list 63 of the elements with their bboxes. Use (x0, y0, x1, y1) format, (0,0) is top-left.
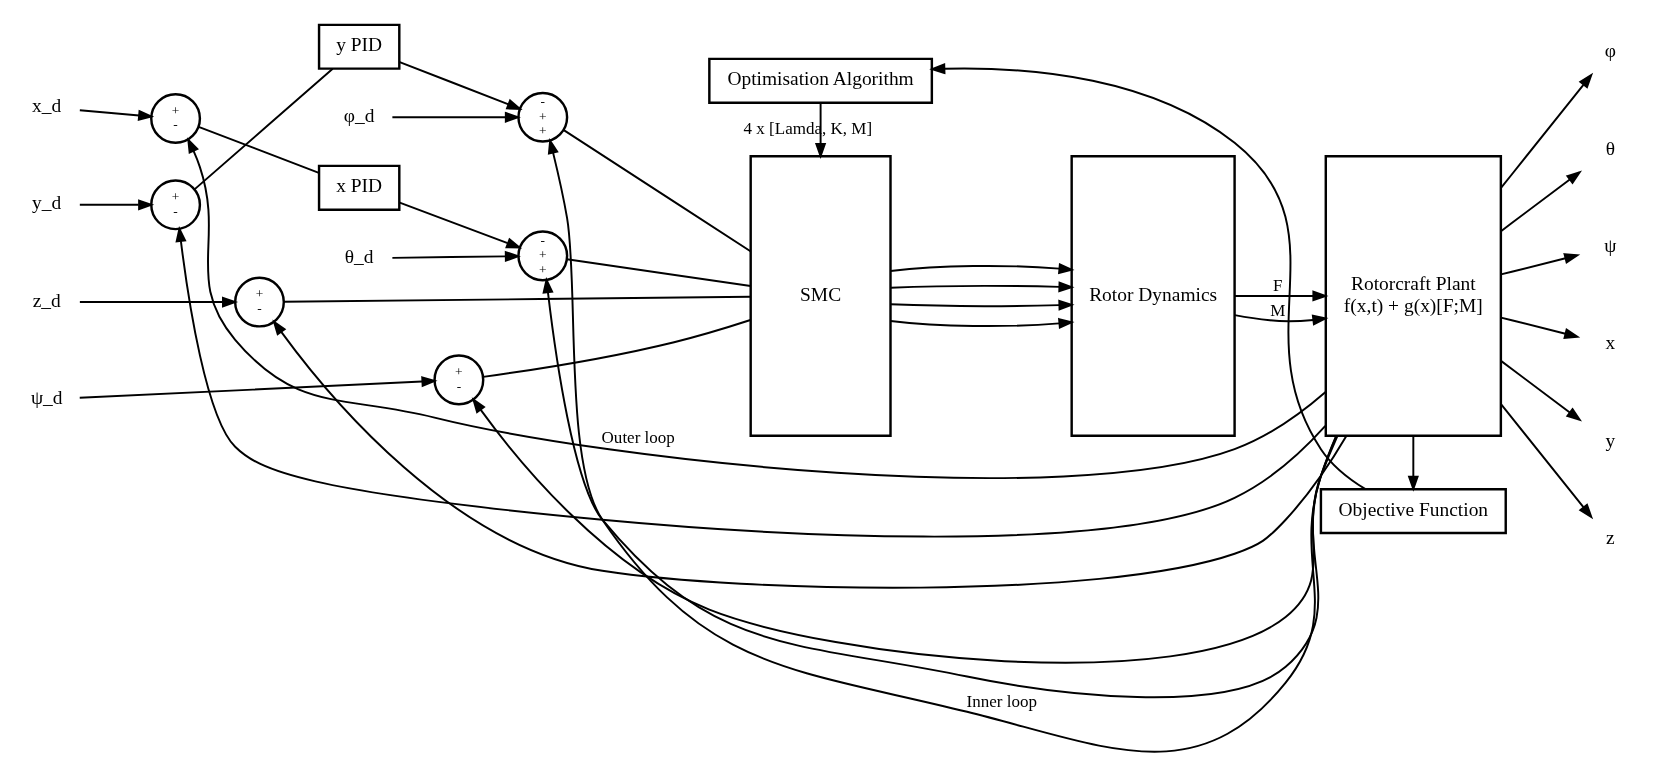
node-box: Optimisation Algorithm (708, 57, 934, 104)
node-text: ψ (1604, 234, 1617, 256)
edge-label: F (1273, 275, 1283, 295)
arrow (1233, 289, 1329, 302)
node-text: φ (1604, 39, 1616, 61)
arrow (1500, 169, 1582, 232)
node-text: y (1605, 429, 1616, 451)
arrow (1407, 434, 1419, 492)
arrow (547, 137, 1338, 753)
node-text: x (1605, 331, 1616, 353)
node-circle: - + + (517, 91, 569, 143)
arrow (398, 201, 523, 249)
connector (482, 318, 752, 378)
arrow (929, 62, 1367, 490)
arrow (889, 262, 1075, 274)
arrow (78, 108, 155, 121)
node-text: y_d (32, 191, 62, 213)
node-text: θ_d (344, 245, 374, 267)
arrow (391, 250, 521, 262)
arrow (1500, 359, 1583, 422)
arrow (272, 318, 1348, 589)
arrow (1233, 313, 1329, 326)
node-circle: + - (433, 353, 485, 405)
arrow (391, 111, 521, 123)
arrow (187, 136, 1327, 479)
node-text: z (1605, 526, 1615, 548)
connector (197, 125, 320, 174)
node-text: ψ_d (30, 386, 63, 408)
connector (193, 67, 334, 190)
edge-label: Inner loop (966, 691, 1037, 711)
node-text: z_d (32, 289, 61, 311)
connector (562, 128, 752, 252)
arrow (889, 299, 1075, 311)
arrow (889, 317, 1075, 329)
arrow (398, 60, 523, 110)
arrow (1500, 402, 1594, 519)
arrow (1500, 252, 1581, 275)
node-text: x_d (32, 94, 62, 116)
arrow (1500, 72, 1594, 189)
node-box: y PID (317, 23, 401, 70)
arrow (1500, 316, 1581, 339)
node-box: SMC (749, 154, 892, 437)
arrow (78, 198, 155, 210)
edge-label: M (1270, 300, 1286, 320)
arrow (889, 280, 1075, 292)
node-text: φ_d (343, 104, 375, 126)
connector (566, 257, 752, 287)
arrow (542, 276, 1338, 698)
arrow (78, 295, 239, 308)
node-box: Objective Function (1319, 487, 1507, 534)
edge-label: Outer loop (601, 427, 675, 447)
node-box: Rotor Dynamics (1070, 154, 1236, 437)
arrow (471, 396, 1339, 664)
node-box: Rotorcraft Plant f(x,t) + g(x)[F;M] (1324, 154, 1503, 437)
arrow (175, 225, 1327, 538)
node-circle: + - (150, 178, 202, 230)
node-text: θ (1605, 137, 1615, 159)
node-circle: + - (150, 92, 202, 144)
node-circle: + - (233, 276, 285, 328)
node-box: x PID (317, 164, 401, 211)
arrow (78, 375, 438, 399)
connector (283, 295, 752, 303)
node-circle: - + + (517, 229, 569, 281)
